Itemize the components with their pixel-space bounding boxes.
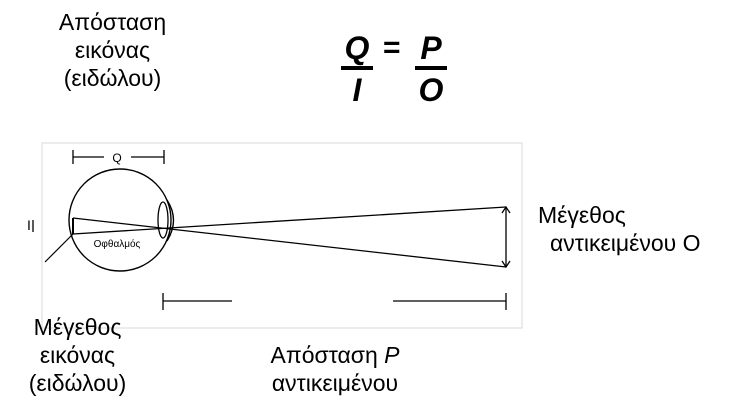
image-size-leader-line bbox=[45, 234, 73, 262]
object-size-line-1: Μέγεθος bbox=[538, 201, 751, 229]
object-distance-line-2: αντικειμένου bbox=[210, 369, 460, 397]
object-size-arrow bbox=[502, 207, 510, 267]
image-size-line-2: εικόνας bbox=[0, 341, 155, 369]
object-size-label: Μέγεθος αντικειμένου O bbox=[520, 201, 751, 257]
q-marker-label: Q bbox=[112, 151, 121, 165]
object-distance-variable: P bbox=[384, 342, 399, 368]
eyeball-outline bbox=[69, 169, 171, 271]
ray-upper bbox=[73, 207, 506, 234]
object-distance-text: Απόσταση bbox=[271, 342, 385, 368]
image-size-label: Μέγεθος εικόνας (ειδώλου) bbox=[0, 313, 155, 397]
lens-outline bbox=[158, 202, 168, 238]
figure-frame bbox=[42, 143, 522, 328]
image-size-line-3: (ειδώλου) bbox=[0, 369, 155, 397]
object-distance-line-1: Απόσταση P bbox=[210, 341, 460, 369]
image-size-line-1: Μέγεθος bbox=[0, 313, 155, 341]
object-distance-label: Απόσταση P αντικειμένου bbox=[210, 341, 460, 397]
object-distance-marker bbox=[163, 293, 506, 310]
eye-label: Οφθαλμός bbox=[94, 238, 141, 250]
object-size-line-2: αντικειμένου O bbox=[550, 229, 751, 257]
i-marker-text: I bbox=[27, 217, 31, 233]
